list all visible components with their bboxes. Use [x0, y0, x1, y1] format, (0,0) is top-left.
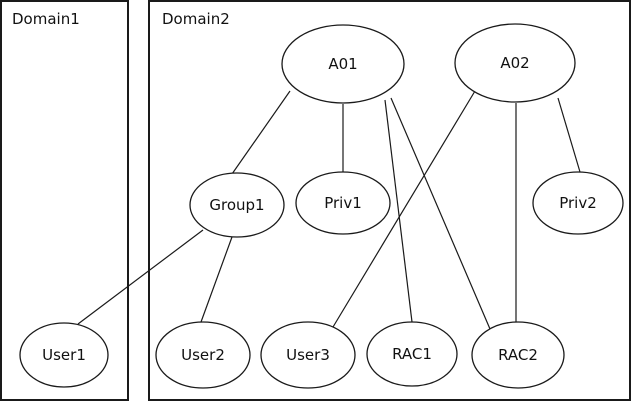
node-label-priv2: Priv2: [559, 194, 597, 212]
node-label-rac1: RAC1: [392, 345, 432, 363]
node-label-a01: A01: [328, 55, 357, 73]
edge-a01-rac2: [390, 97, 491, 330]
node-ellipse-user3: [260, 321, 356, 389]
edge-a02-priv2: [557, 97, 581, 173]
node-rac2: RAC2: [471, 321, 565, 389]
edge-group1-user1: [77, 229, 204, 325]
domain-label-domain2: Domain2: [162, 10, 230, 28]
node-rac1: RAC1: [366, 321, 458, 387]
node-ellipse-rac1: [366, 321, 458, 387]
node-label-rac2: RAC2: [498, 346, 538, 364]
node-label-user2: User2: [181, 346, 225, 364]
edge-layer: [77, 90, 581, 330]
node-label-priv1: Priv1: [324, 194, 362, 212]
node-a02: A02: [454, 23, 576, 103]
domain-label-domain1: Domain1: [12, 10, 80, 28]
node-user3: User3: [260, 321, 356, 389]
node-label-user1: User1: [42, 346, 86, 364]
node-user1: User1: [19, 322, 109, 388]
edge-group1-user2: [200, 236, 233, 323]
node-a01: A01: [281, 24, 405, 104]
node-label-group1: Group1: [209, 196, 264, 214]
node-group1: Group1: [189, 172, 285, 238]
node-ellipse-user1: [19, 322, 109, 388]
node-ellipse-rac2: [471, 321, 565, 389]
node-ellipse-user2: [155, 321, 251, 389]
edge-a02-user3: [332, 90, 476, 328]
node-ellipse-priv1: [295, 171, 391, 235]
node-user2: User2: [155, 321, 251, 389]
node-ellipse-priv2: [532, 171, 624, 235]
node-priv1: Priv1: [295, 171, 391, 235]
node-priv2: Priv2: [532, 171, 624, 235]
node-ellipse-a02: [454, 23, 576, 103]
node-ellipse-a01: [281, 24, 405, 104]
edge-a01-rac1: [384, 99, 413, 323]
edge-a01-group1: [231, 90, 291, 175]
node-label-user3: User3: [286, 346, 330, 364]
node-ellipse-group1: [189, 172, 285, 238]
node-label-a02: A02: [500, 54, 529, 72]
